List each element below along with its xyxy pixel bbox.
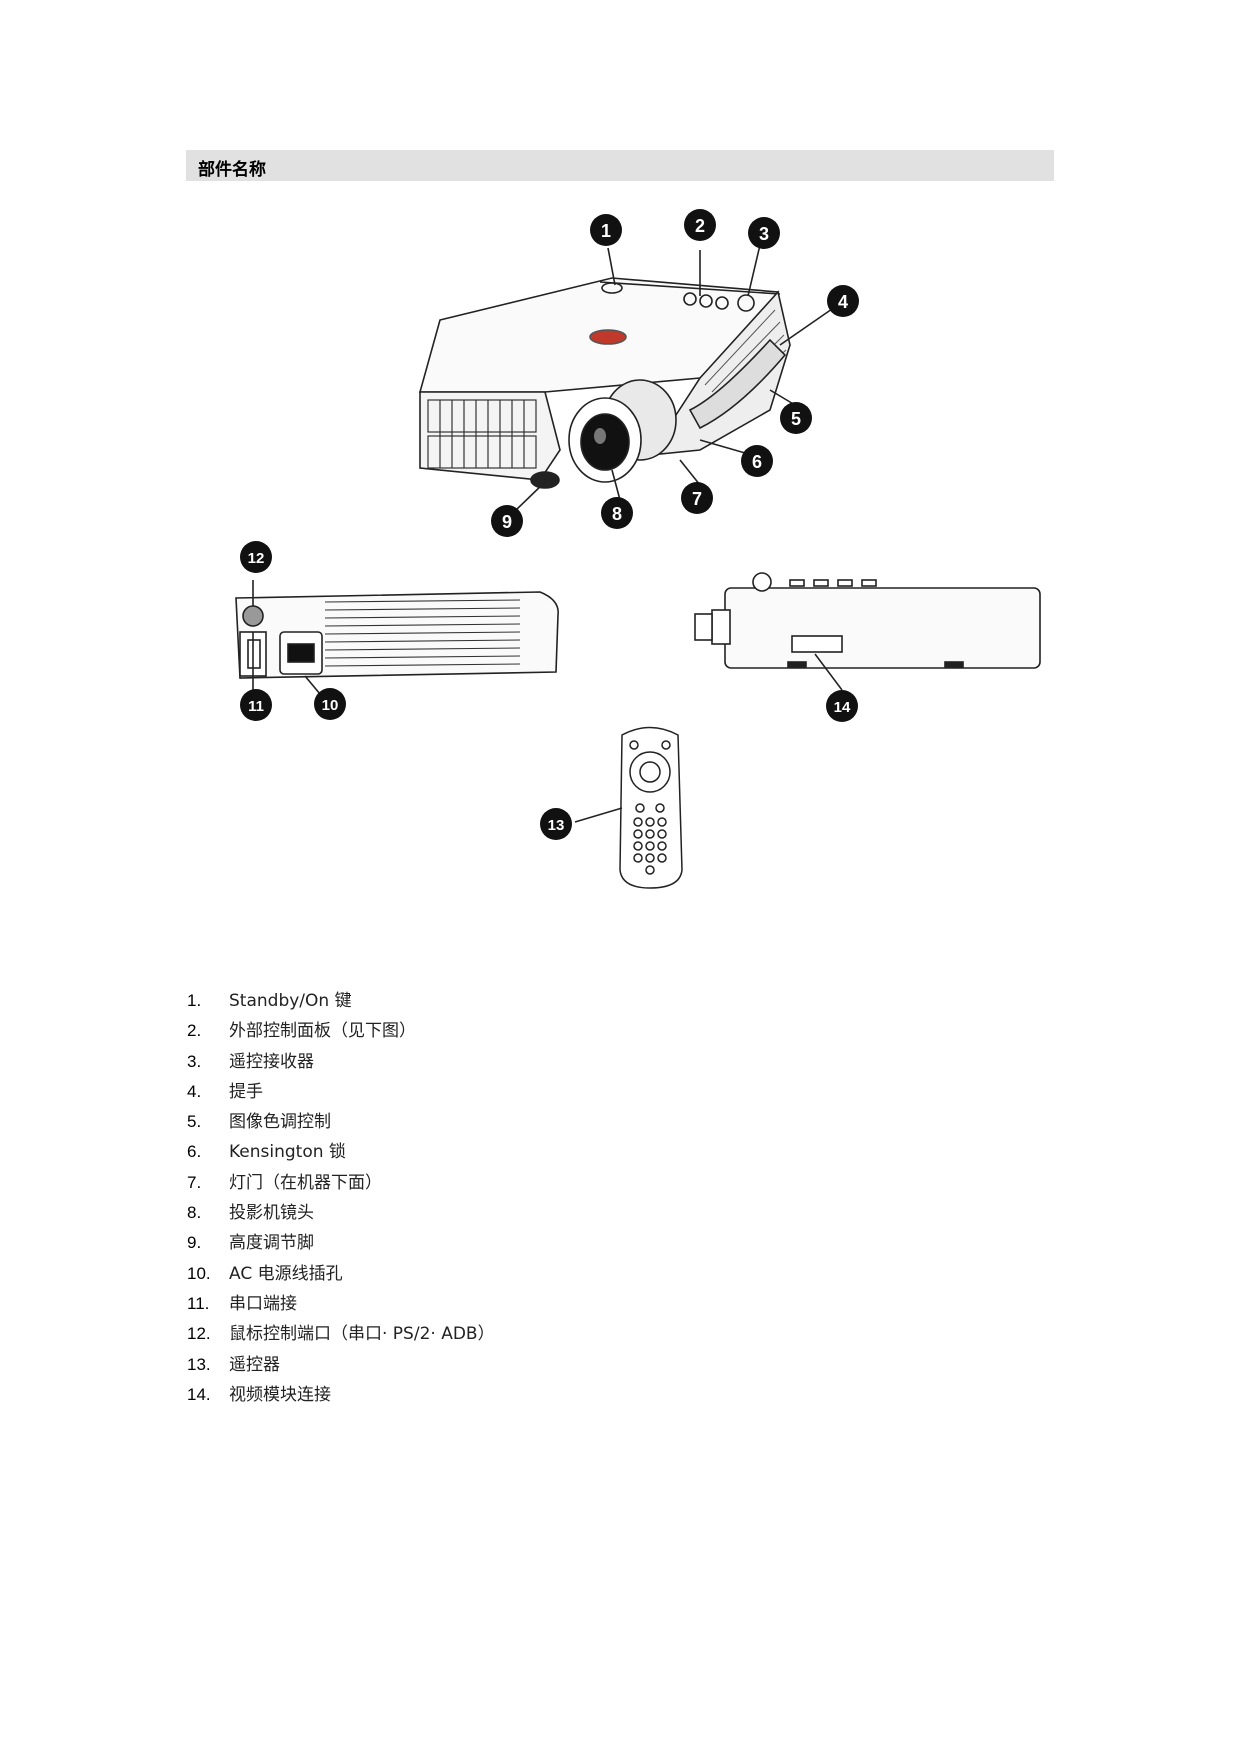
list-item: 10.AC 电源线插孔 bbox=[187, 1263, 343, 1284]
parts-list: 1.Standby/On 键 2.外部控制面板（见下图） 3.遥控接收器 4.提… bbox=[187, 986, 495, 1410]
svg-text:1: 1 bbox=[601, 221, 611, 241]
list-item: 2.外部控制面板（见下图） bbox=[187, 1021, 416, 1042]
callout-3: 3 bbox=[748, 217, 780, 249]
list-item: 4.提手 bbox=[187, 1081, 263, 1102]
list-item: 5.图像色调控制 bbox=[187, 1112, 331, 1133]
svg-text:9: 9 bbox=[502, 512, 512, 532]
svg-text:11: 11 bbox=[248, 698, 264, 715]
svg-text:4: 4 bbox=[838, 292, 848, 312]
list-item: 3.遥控接收器 bbox=[187, 1051, 314, 1072]
list-item: 13.遥控器 bbox=[187, 1354, 280, 1375]
list-item: 7.灯门（在机器下面） bbox=[187, 1172, 382, 1193]
callout-12: 12 bbox=[240, 541, 272, 573]
projector-side-view bbox=[694, 572, 1041, 691]
callout-11: 11 bbox=[240, 689, 272, 721]
callout-9: 9 bbox=[491, 505, 523, 537]
callout-14: 14 bbox=[826, 690, 858, 722]
svg-text:3: 3 bbox=[759, 224, 769, 244]
svg-text:2: 2 bbox=[695, 216, 705, 236]
callout-5: 5 bbox=[780, 402, 812, 434]
section-header: 部件名称 bbox=[186, 150, 1054, 181]
svg-text:12: 12 bbox=[248, 550, 265, 567]
callout-4: 4 bbox=[827, 285, 859, 317]
callout-markers: 1 2 3 4 5 6 7 8 9 10 11 12 13 14 bbox=[240, 209, 859, 840]
svg-text:13: 13 bbox=[548, 817, 565, 834]
list-item: 11.串口端接 bbox=[187, 1293, 297, 1314]
svg-text:8: 8 bbox=[612, 504, 622, 524]
svg-text:6: 6 bbox=[752, 452, 762, 472]
list-item: 12.鼠标控制端口（串口· PS/2· ADB） bbox=[187, 1324, 495, 1345]
callout-10: 10 bbox=[314, 688, 346, 720]
list-item: 14.视频模块连接 bbox=[187, 1384, 331, 1405]
section-title: 部件名称 bbox=[198, 160, 266, 180]
list-item: 8.投影机镜头 bbox=[187, 1203, 314, 1224]
svg-text:7: 7 bbox=[692, 489, 702, 509]
remote-control bbox=[574, 726, 683, 889]
projector-front-view bbox=[418, 244, 846, 511]
svg-text:10: 10 bbox=[322, 697, 339, 714]
list-item: 9.高度调节脚 bbox=[187, 1233, 314, 1254]
callout-2: 2 bbox=[684, 209, 716, 241]
svg-text:14: 14 bbox=[834, 699, 851, 716]
list-item: 6.Kensington 锁 bbox=[187, 1142, 346, 1163]
list-item: 1.Standby/On 键 bbox=[187, 991, 352, 1011]
callout-8: 8 bbox=[601, 497, 633, 529]
callout-13: 13 bbox=[540, 808, 572, 840]
callout-6: 6 bbox=[741, 445, 773, 477]
callout-7: 7 bbox=[681, 482, 713, 514]
svg-text:5: 5 bbox=[791, 409, 801, 429]
callout-1: 1 bbox=[590, 214, 622, 246]
projector-rear-view bbox=[235, 580, 559, 701]
